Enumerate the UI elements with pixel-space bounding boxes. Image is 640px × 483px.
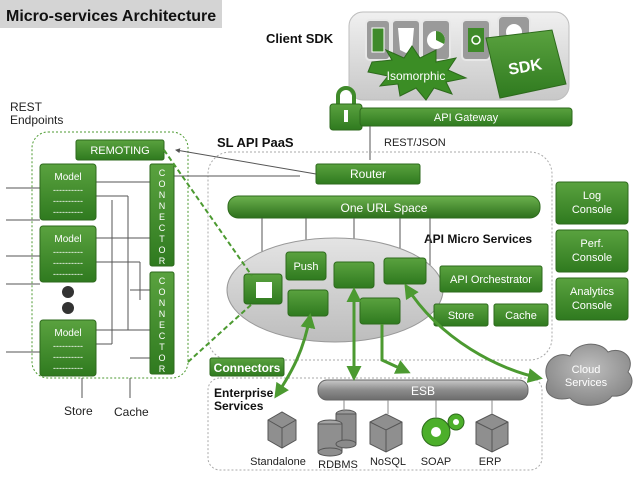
analytics-console-box[interactable] xyxy=(555,277,629,321)
html5-icon xyxy=(391,19,421,61)
model-line: ---------- xyxy=(53,341,83,351)
log-console-label-1: Log xyxy=(583,190,601,202)
analytics-console-label-2: Console xyxy=(572,300,612,312)
cloud-label-2: Services xyxy=(565,377,608,389)
mobile-icon xyxy=(461,19,491,61)
isomorphic-label: Isomorphic xyxy=(387,69,446,83)
perf-console-label-1: Perf. xyxy=(580,238,603,250)
soap-label: SOAP xyxy=(421,456,452,468)
model-label: Model xyxy=(54,172,81,183)
model-box-1[interactable]: Model ---------- ---------- ---------- xyxy=(39,163,97,221)
services-label: Services xyxy=(214,399,264,413)
push-label: Push xyxy=(293,261,318,273)
cloud-services[interactable]: Cloud Services xyxy=(545,343,633,406)
model-line: ---------- xyxy=(53,258,83,268)
paas-container xyxy=(207,151,553,361)
client-sdk-label: Client SDK xyxy=(266,31,334,46)
standalone-label: Standalone xyxy=(250,456,306,468)
connector-box-1[interactable] xyxy=(149,163,175,267)
tablet-icon xyxy=(365,19,391,61)
sl-api-paas-label: SL API PaaS xyxy=(217,135,294,150)
model-line: ---------- xyxy=(53,207,83,217)
esb-drop-lines xyxy=(343,400,493,418)
model-line: ---------- xyxy=(53,196,83,206)
model-line: ---------- xyxy=(53,352,83,362)
remoting-dashed-link xyxy=(163,149,253,277)
flow-arrows xyxy=(274,283,543,399)
database-icon xyxy=(317,409,357,457)
store-button-label: Store xyxy=(448,310,474,322)
api-gateway-label: API Gateway xyxy=(434,112,499,124)
model-label: Model xyxy=(54,234,81,245)
service-box-5[interactable] xyxy=(359,297,401,325)
connectors-label: Connectors xyxy=(214,361,281,375)
cache-bottom-label: Cache xyxy=(114,405,149,419)
model-line: ---------- xyxy=(53,363,83,373)
model-label: Model xyxy=(54,328,81,339)
rdbms-label: RDBMS xyxy=(318,459,358,471)
remoting-label: REMOTING xyxy=(90,145,149,157)
model-box-3[interactable]: Model ---------- ---------- ---------- xyxy=(39,319,97,377)
erp-label: ERP xyxy=(479,456,502,468)
one-url-space-label: One URL Space xyxy=(341,201,428,215)
cache-button-label: Cache xyxy=(505,310,537,322)
model-box-2[interactable]: Model ---------- ---------- ---------- xyxy=(39,225,97,283)
rest-label: REST xyxy=(10,100,43,114)
model-line: ---------- xyxy=(53,269,83,279)
service-box-2[interactable] xyxy=(287,289,329,317)
perf-console-label-2: Console xyxy=(572,252,612,264)
page-title: Micro-services Architecture xyxy=(6,8,216,25)
connector-dashed-link xyxy=(187,303,253,363)
esb-label: ESB xyxy=(411,384,435,398)
service-box-4[interactable] xyxy=(383,257,427,285)
model-line: ---------- xyxy=(53,185,83,195)
store-bottom-label: Store xyxy=(64,404,93,418)
service-box-white-square xyxy=(256,282,272,298)
connector-box-2[interactable] xyxy=(149,271,175,375)
ellipsis-dots xyxy=(62,286,74,314)
endpoint-lines xyxy=(6,175,300,398)
isomorphic-burst: Isomorphic xyxy=(367,45,468,101)
gear-icon xyxy=(421,413,465,447)
enterprise-label: Enterprise xyxy=(214,386,274,400)
router-to-remoting xyxy=(175,148,317,175)
push-box[interactable] xyxy=(285,251,327,281)
sdk-badge: SDK xyxy=(485,29,567,99)
cloud-label-1: Cloud xyxy=(572,364,601,376)
log-console-box[interactable] xyxy=(555,181,629,225)
erp-icon xyxy=(475,413,509,453)
router-label: Router xyxy=(350,167,386,181)
sdk-label: SDK xyxy=(507,56,544,79)
one-url-space-bar[interactable] xyxy=(227,195,541,219)
endpoints-label: Endpoints xyxy=(10,113,63,127)
standalone-icon xyxy=(267,411,297,449)
title-bar xyxy=(0,0,222,28)
api-gateway-bar[interactable] xyxy=(359,107,573,127)
nosql-label: NoSQL xyxy=(370,456,406,468)
service-box-3[interactable] xyxy=(333,261,375,289)
api-micro-services-label: API Micro Services xyxy=(424,232,532,246)
endpoints-container xyxy=(31,131,189,379)
lock-icon xyxy=(329,86,363,131)
api-orchestrator-label: API Orchestrator xyxy=(450,274,532,286)
perf-console-box[interactable] xyxy=(555,229,629,273)
rest-json-label: REST/JSON xyxy=(384,137,446,149)
model-line: ---------- xyxy=(53,247,83,257)
nosql-icon xyxy=(369,413,403,453)
log-console-label-2: Console xyxy=(572,204,612,216)
analytics-console-label-1: Analytics xyxy=(570,286,615,298)
